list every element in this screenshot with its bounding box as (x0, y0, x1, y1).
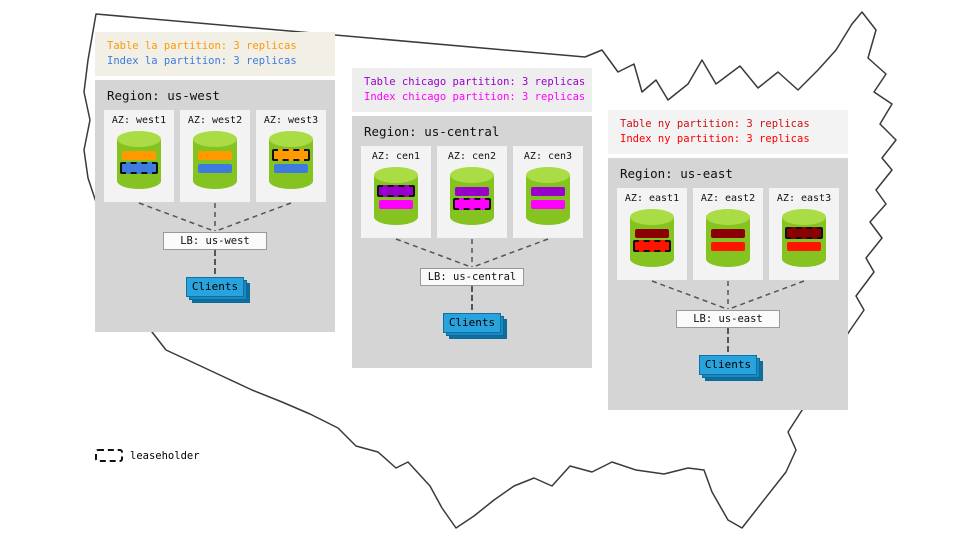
dashed-connector-line (651, 280, 728, 310)
region-group-us-central: Table chicago partition: 3 replicas Inde… (352, 68, 592, 368)
az-box-cen3: AZ: cen3 (513, 146, 583, 238)
lb-to-clients-connector (471, 286, 473, 310)
dashed-connector-line (472, 238, 549, 268)
table-partition-note: Table ny partition: 3 replicas (620, 118, 810, 130)
clients-stack: Clients (699, 355, 763, 381)
database-cylinder (525, 166, 571, 226)
region-group-us-east: Table ny partition: 3 replicas Index ny … (608, 110, 848, 410)
database-cylinder (705, 208, 751, 268)
index-partition-replica (120, 162, 158, 174)
az-box-west3: AZ: west3 (256, 110, 326, 202)
clients-box: Clients (699, 355, 757, 375)
clients-stack: Clients (186, 277, 250, 303)
annotation-us-west: Table la partition: 3 replicas Index la … (95, 32, 335, 76)
lb-to-clients-connector (727, 328, 729, 352)
az-label: AZ: east2 (700, 193, 756, 204)
clients-box: Clients (186, 277, 244, 297)
index-partition-replica (453, 198, 491, 210)
az-label: AZ: west1 (111, 115, 167, 126)
index-partition-replica (379, 200, 413, 209)
cylinder-shape (706, 209, 750, 267)
annotation-us-east: Table ny partition: 3 replicas Index ny … (608, 110, 848, 154)
region-panel-us-central: Region: us-central AZ: cen1 AZ: cen2 (352, 116, 592, 368)
cylinder-shape (117, 131, 161, 189)
az-label: AZ: west2 (187, 115, 243, 126)
az-row: AZ: east1 AZ: east2 (608, 188, 848, 280)
database-cylinder (116, 130, 162, 190)
load-balancer-box: LB: us-central (420, 268, 524, 286)
table-partition-note: Table chicago partition: 3 replicas (364, 76, 586, 88)
legend-leaseholder: leaseholder (95, 449, 200, 462)
az-box-cen2: AZ: cen2 (437, 146, 507, 238)
table-partition-replica (711, 229, 745, 238)
database-cylinder (629, 208, 675, 268)
az-to-lb-connectors (651, 280, 805, 310)
table-partition-replica (377, 185, 415, 197)
database-cylinder (268, 130, 314, 190)
table-partition-note: Table la partition: 3 replicas (107, 40, 297, 52)
az-label: AZ: west3 (263, 115, 319, 126)
database-cylinder (192, 130, 238, 190)
region-group-us-west: Table la partition: 3 replicas Index la … (95, 32, 335, 332)
index-partition-replica (711, 242, 745, 251)
region-title: Region: us-west (107, 88, 220, 103)
table-partition-replica (198, 151, 232, 160)
az-to-lb-connectors (138, 202, 292, 232)
index-partition-replica (787, 242, 821, 251)
cylinder-shape (193, 131, 237, 189)
table-partition-replica (122, 151, 156, 160)
az-box-east2: AZ: east2 (693, 188, 763, 280)
region-panel-us-east: Region: us-east AZ: east1 AZ: east2 (608, 158, 848, 410)
cylinder-shape (450, 167, 494, 225)
database-cylinder (781, 208, 827, 268)
index-partition-replica (274, 164, 308, 173)
az-box-west1: AZ: west1 (104, 110, 174, 202)
leaseholder-swatch-icon (95, 449, 123, 462)
az-label: AZ: cen3 (523, 151, 573, 162)
index-partition-replica (633, 240, 671, 252)
az-box-east3: AZ: east3 (769, 188, 839, 280)
table-partition-replica (272, 149, 310, 161)
table-partition-replica (785, 227, 823, 239)
load-balancer-box: LB: us-east (676, 310, 780, 328)
index-partition-replica (531, 200, 565, 209)
az-label: AZ: cen1 (371, 151, 421, 162)
dashed-connector-line (215, 202, 292, 232)
az-row: AZ: west1 AZ: west2 (95, 110, 335, 202)
dashed-connector-line (138, 202, 215, 232)
az-row: AZ: cen1 AZ: cen2 (352, 146, 592, 238)
database-cylinder (449, 166, 495, 226)
region-title: Region: us-east (620, 166, 733, 181)
leaseholder-label: leaseholder (130, 449, 200, 462)
annotation-us-central: Table chicago partition: 3 replicas Inde… (352, 68, 592, 112)
lb-to-clients-connector (214, 250, 216, 274)
index-partition-replica (198, 164, 232, 173)
index-partition-note: Index chicago partition: 3 replicas (364, 91, 586, 103)
az-to-lb-connectors (395, 238, 549, 268)
cylinder-shape (526, 167, 570, 225)
clients-stack: Clients (443, 313, 507, 339)
dashed-connector-line (395, 238, 472, 268)
az-box-east1: AZ: east1 (617, 188, 687, 280)
index-partition-note: Index la partition: 3 replicas (107, 55, 297, 67)
database-cylinder (373, 166, 419, 226)
load-balancer-box: LB: us-west (163, 232, 267, 250)
az-label: AZ: cen2 (447, 151, 497, 162)
az-box-west2: AZ: west2 (180, 110, 250, 202)
index-partition-note: Index ny partition: 3 replicas (620, 133, 810, 145)
az-label: AZ: east1 (624, 193, 680, 204)
region-title: Region: us-central (364, 124, 500, 139)
clients-box: Clients (443, 313, 501, 333)
az-label: AZ: east3 (776, 193, 832, 204)
cylinder-shape (630, 209, 674, 267)
table-partition-replica (531, 187, 565, 196)
table-partition-replica (635, 229, 669, 238)
region-panel-us-west: Region: us-west AZ: west1 AZ: west2 (95, 80, 335, 332)
dashed-connector-line (728, 280, 805, 310)
table-partition-replica (455, 187, 489, 196)
az-box-cen1: AZ: cen1 (361, 146, 431, 238)
